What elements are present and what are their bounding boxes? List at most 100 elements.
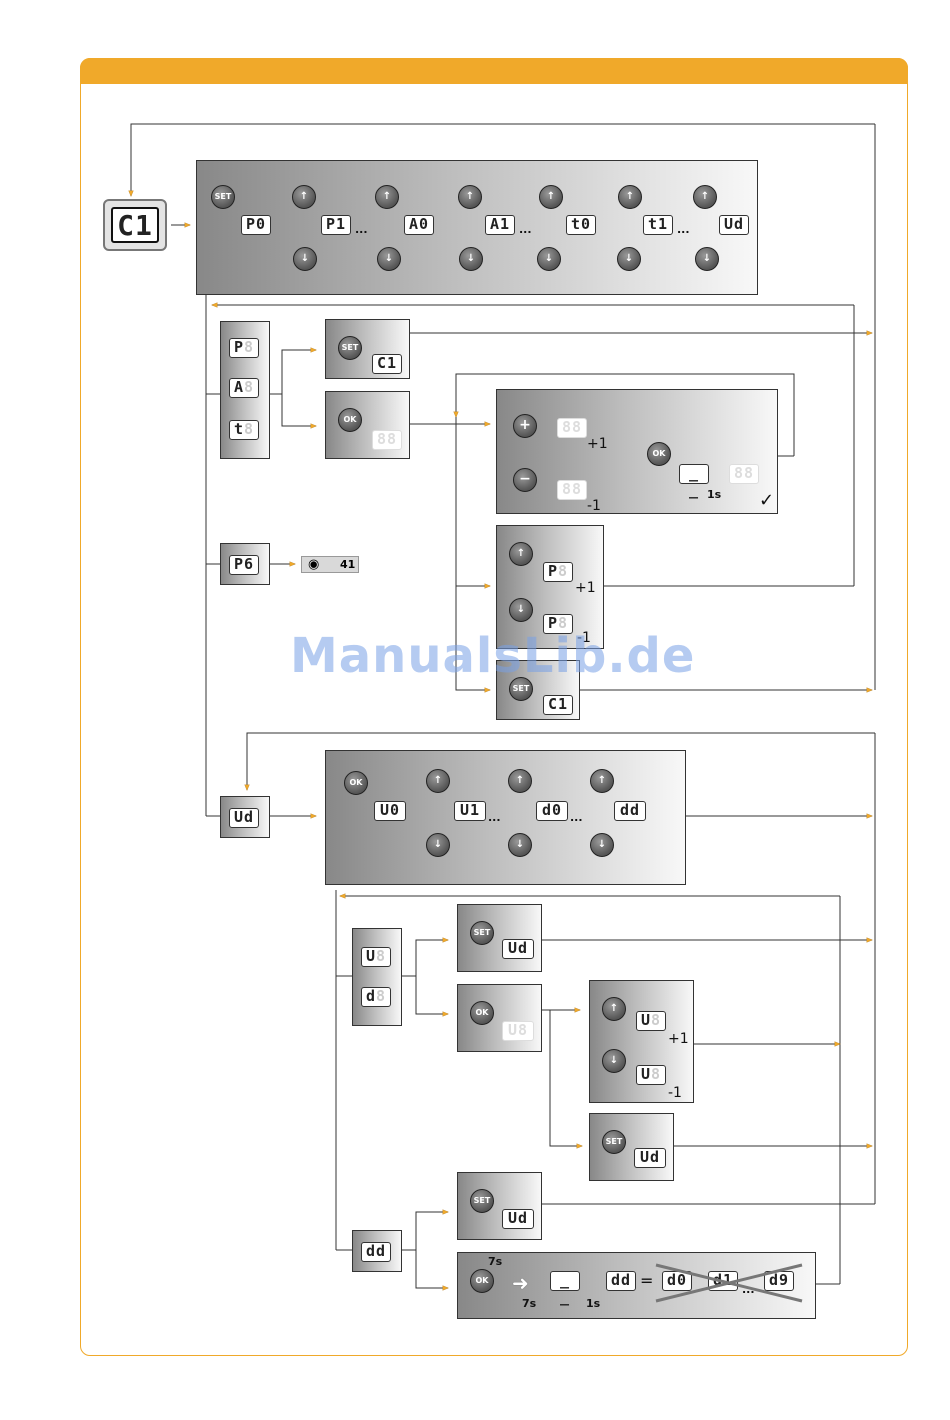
u-up-label: +1 [668, 1031, 689, 1047]
ud-set-panel-2: SET Ud [589, 1113, 674, 1181]
set-button[interactable]: SET [602, 1130, 626, 1154]
ud-updown-panel: ↑ U8 +1 ↓ U8 -1 [589, 980, 694, 1103]
u-down-label: -1 [668, 1085, 682, 1101]
param-list-panel: P8 A8 t8 [220, 321, 270, 459]
code-u-group: U8 [361, 947, 391, 967]
set-button[interactable]: SET [470, 921, 494, 945]
code-ud: Ud [719, 215, 749, 235]
u-down-display: U8 [636, 1065, 666, 1085]
set-button[interactable]: SET [338, 336, 362, 360]
code-t1: t1 [643, 215, 673, 235]
up-button-3[interactable]: ↑ [590, 769, 614, 793]
dd-reset-panel: 7s OK ➜ 7s _ _ 1s dd = d0 d1 ... d9 [457, 1252, 816, 1319]
code-ud: Ud [229, 808, 259, 828]
p-set-result: C1 [543, 695, 573, 715]
up-button-2[interactable]: ↑ [375, 185, 399, 209]
down-button-1[interactable]: ↓ [426, 833, 450, 857]
code-d-group: d8 [361, 987, 391, 1007]
dd-set-panel: SET Ud [457, 1172, 542, 1240]
code-a1: A1 [485, 215, 515, 235]
up-button-2[interactable]: ↑ [508, 769, 532, 793]
p-up-label: +1 [575, 580, 596, 596]
code-p1: P1 [321, 215, 351, 235]
ud-ok-display: U8 [502, 1021, 534, 1041]
equals-sign: = [640, 1271, 653, 1290]
arrow-time: 7s [522, 1297, 536, 1310]
code-p0: P0 [241, 215, 271, 235]
ud-set-result: Ud [502, 939, 534, 959]
minus-button[interactable]: − [513, 468, 537, 492]
dash-display: _ _ [550, 1271, 580, 1291]
param-set-panel: SET C1 [325, 319, 410, 379]
ok-button[interactable]: OK [344, 771, 368, 795]
ellipsis: ... [355, 223, 368, 236]
dash-time: 1s [586, 1297, 600, 1310]
down-button-6[interactable]: ↓ [695, 247, 719, 271]
main-display: C1 [103, 199, 167, 251]
confirm-time: 1s [707, 488, 721, 501]
up-button-3[interactable]: ↑ [458, 185, 482, 209]
set-button[interactable]: SET [470, 1189, 494, 1213]
down-button[interactable]: ↓ [509, 598, 533, 622]
down-button-2[interactable]: ↓ [508, 833, 532, 857]
plus-label: +1 [587, 436, 608, 452]
code-dd: dd [361, 1242, 391, 1262]
cross-out-mark [654, 1261, 804, 1303]
down-button[interactable]: ↓ [602, 1049, 626, 1073]
hold-time: 7s [488, 1255, 502, 1268]
up-button-6[interactable]: ↑ [693, 185, 717, 209]
ok-button[interactable]: OK [647, 442, 671, 466]
eye-icon: ◉ [308, 557, 319, 572]
confirm-display: 88 [729, 464, 759, 484]
ok-button[interactable]: OK [338, 408, 362, 432]
code-d0: d0 [536, 801, 568, 821]
up-button-4[interactable]: ↑ [539, 185, 563, 209]
up-button[interactable]: ↑ [602, 997, 626, 1021]
u-up-display: U8 [636, 1011, 666, 1031]
p6-panel: P6 [220, 543, 270, 585]
ud-param-list-panel: U8 d8 [352, 928, 402, 1026]
up-button-1[interactable]: ↑ [292, 185, 316, 209]
set-button[interactable]: SET [211, 185, 235, 209]
top-menu-panel: SET ↑ ↑ ↑ ↑ ↑ ↑ P0 P1 ... A0 A1 ... t0 t… [196, 160, 758, 295]
down-button-1[interactable]: ↓ [293, 247, 317, 271]
minus-label: -1 [587, 498, 601, 514]
set-result: C1 [372, 354, 402, 374]
watermark: ManualsLib.de [290, 628, 695, 684]
adjust-panel: + 88 +1 − 88 -1 OK _ _ 88 1s ✓ [496, 389, 778, 514]
ok-button[interactable]: OK [470, 1269, 494, 1293]
code-a0: A0 [404, 215, 434, 235]
confirm-dash: _ _ [679, 464, 709, 484]
ok-display: 88 [372, 430, 402, 450]
ellipsis: ... [677, 223, 690, 236]
ud-set-result-2: Ud [634, 1148, 666, 1168]
dd-display: dd [606, 1271, 636, 1291]
ud-ok-panel: OK U8 [457, 984, 542, 1052]
dd-panel: dd [352, 1230, 402, 1272]
down-button-4[interactable]: ↓ [537, 247, 561, 271]
param-ok-panel: OK 88 [325, 391, 410, 459]
code-dd: dd [614, 801, 646, 821]
plus-display: 88 [557, 418, 587, 438]
code-p-group: P8 [229, 338, 259, 358]
down-button-3[interactable]: ↓ [590, 833, 614, 857]
up-button-5[interactable]: ↑ [618, 185, 642, 209]
code-t-group: t8 [229, 420, 259, 440]
ellipsis: ... [519, 223, 532, 236]
up-button[interactable]: ↑ [509, 542, 533, 566]
down-button-2[interactable]: ↓ [377, 247, 401, 271]
down-button-3[interactable]: ↓ [459, 247, 483, 271]
dd-set-result: Ud [502, 1209, 534, 1229]
ok-button[interactable]: OK [470, 1001, 494, 1025]
plus-button[interactable]: + [513, 414, 537, 438]
code-u0: U0 [374, 801, 406, 821]
down-button-5[interactable]: ↓ [617, 247, 641, 271]
code-p6: P6 [229, 555, 259, 575]
ud-set-panel: SET Ud [457, 904, 542, 972]
ellipsis: ... [488, 811, 501, 824]
page-reference[interactable]: ◉ 41 [301, 556, 359, 573]
up-button-1[interactable]: ↑ [426, 769, 450, 793]
ud-menu-panel: OK ↑ ↑ ↑ U0 U1 ... d0 ... dd ↓ ↓ ↓ [325, 750, 686, 885]
right-arrow-icon: ➜ [512, 1271, 529, 1295]
ud-panel: Ud [220, 796, 270, 838]
